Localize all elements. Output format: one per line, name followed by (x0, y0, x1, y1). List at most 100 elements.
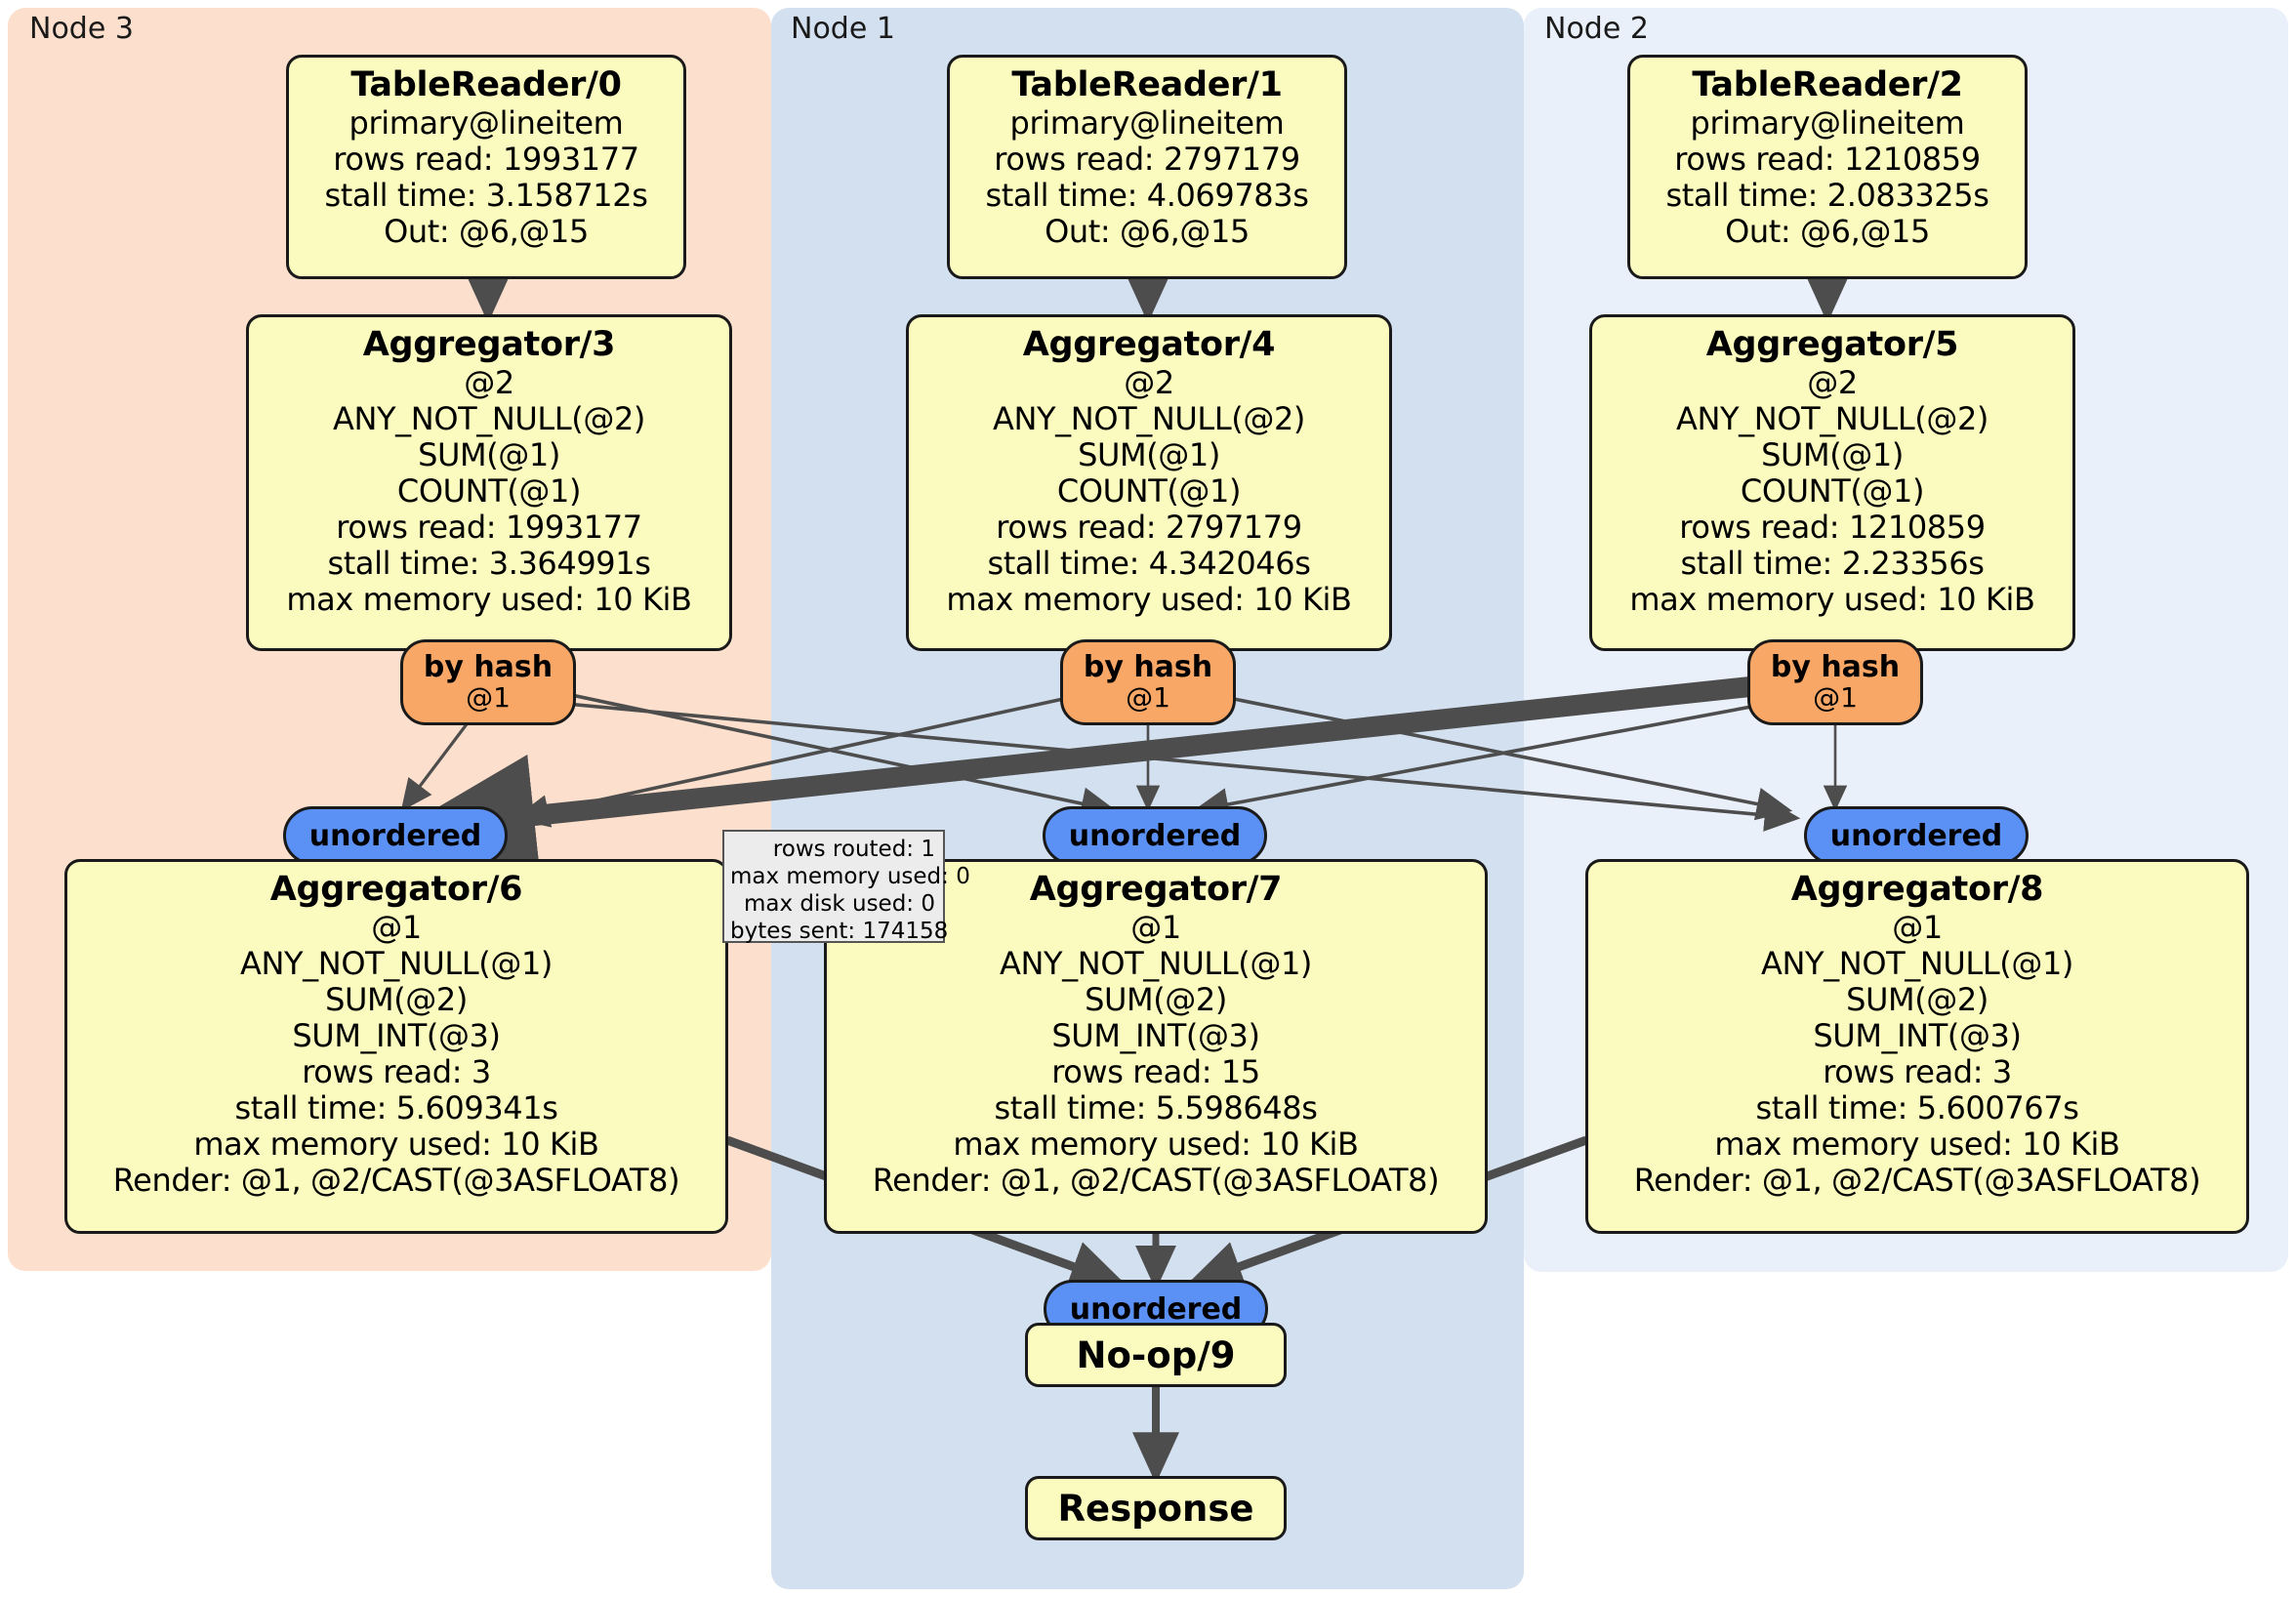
operator-detail: stall time: 3.364991s (327, 545, 651, 583)
panel-label-node-1: Node 1 (791, 12, 895, 46)
operator-title: No-op/9 (1076, 1333, 1236, 1376)
operator-node-aggregator-8[interactable]: Aggregator/8 @1 ANY_NOT_NULL(@1) SUM(@2)… (1585, 859, 2249, 1234)
operator-detail: rows read: 1210859 (1674, 140, 1981, 178)
operator-detail: stall time: 5.609341s (234, 1089, 558, 1127)
operator-detail: max memory used: 10 KiB (193, 1126, 599, 1164)
operator-detail: @1 (1130, 908, 1181, 946)
operator-node-tablereader-1[interactable]: TableReader/1 primary@lineitem rows read… (947, 55, 1347, 279)
operator-node-aggregator-3[interactable]: Aggregator/3 @2 ANY_NOT_NULL(@2) SUM(@1)… (246, 314, 732, 651)
operator-detail: max memory used: 10 KiB (1714, 1126, 2120, 1164)
stream-unordered-node-2[interactable]: unordered (1804, 806, 2029, 865)
operator-title: Aggregator/6 (269, 870, 523, 909)
operator-title: Aggregator/4 (1022, 325, 1276, 364)
router-label: by hash (1770, 650, 1901, 685)
operator-detail: COUNT(@1) (396, 471, 582, 510)
operator-title: Aggregator/7 (1029, 870, 1283, 909)
operator-node-aggregator-5[interactable]: Aggregator/5 @2 ANY_NOT_NULL(@2) SUM(@1)… (1589, 314, 2075, 651)
operator-detail: ANY_NOT_NULL(@2) (1676, 399, 1988, 437)
operator-detail: SUM_INT(@3) (1813, 1016, 2022, 1054)
panel-label-node-2: Node 2 (1544, 12, 1649, 46)
operator-detail: SUM_INT(@3) (292, 1016, 501, 1054)
operator-detail: stall time: 4.069783s (985, 176, 1309, 214)
operator-detail: Render: @1, @2/CAST(@3ASFLOAT8) (872, 1162, 1440, 1200)
operator-detail: Render: @1, @2/CAST(@3ASFLOAT8) (112, 1162, 680, 1200)
router-column: @1 (466, 681, 511, 715)
operator-detail: rows read: 1993177 (333, 140, 639, 178)
operator-detail: ANY_NOT_NULL(@1) (240, 944, 553, 982)
operator-detail: @2 (464, 363, 514, 401)
tooltip-line: bytes sent: 174158 (730, 919, 949, 945)
operator-node-noop-9[interactable]: No-op/9 (1025, 1323, 1287, 1387)
operator-detail: SUM(@1) (1761, 435, 1904, 473)
operator-detail: rows read: 3 (302, 1053, 491, 1091)
operator-detail: SUM(@2) (325, 980, 468, 1018)
operator-detail: @2 (1807, 363, 1858, 401)
operator-detail: @2 (1124, 363, 1174, 401)
operator-detail: primary@lineitem (348, 103, 624, 142)
operator-node-aggregator-6[interactable]: Aggregator/6 @1 ANY_NOT_NULL(@1) SUM(@2)… (64, 859, 728, 1234)
operator-detail: stall time: 4.342046s (987, 545, 1311, 583)
router-by-hash-node-1[interactable]: by hash @1 (1060, 639, 1236, 725)
operator-detail: SUM(@2) (1085, 980, 1227, 1018)
tooltip-line: rows routed: 1 (772, 837, 935, 862)
stream-unordered-node-1[interactable]: unordered (1043, 806, 1267, 865)
operator-detail: ANY_NOT_NULL(@2) (333, 399, 645, 437)
operator-detail: ANY_NOT_NULL(@2) (993, 399, 1305, 437)
operator-detail: rows read: 2797179 (994, 140, 1300, 178)
operator-detail: rows read: 15 (1051, 1053, 1260, 1091)
stream-label: unordered (1069, 1291, 1243, 1327)
operator-detail: @1 (1892, 908, 1943, 946)
operator-detail: Out: @6,@15 (384, 212, 589, 250)
operator-detail: primary@lineitem (1009, 103, 1285, 142)
router-column: @1 (1813, 681, 1858, 715)
operator-detail: COUNT(@1) (1740, 471, 1925, 510)
operator-title: TableReader/0 (350, 65, 622, 104)
panel-label-node-3: Node 3 (29, 12, 134, 46)
operator-title: TableReader/1 (1011, 65, 1283, 104)
router-by-hash-node-3[interactable]: by hash @1 (400, 639, 576, 725)
operator-detail: SUM(@1) (418, 435, 560, 473)
router-label: by hash (423, 650, 554, 685)
operator-detail: max memory used: 10 KiB (953, 1126, 1359, 1164)
operator-detail: stall time: 5.598648s (994, 1089, 1318, 1127)
operator-title: Aggregator/3 (362, 325, 616, 364)
operator-detail: Out: @6,@15 (1045, 212, 1250, 250)
operator-title: Aggregator/5 (1705, 325, 1959, 364)
operator-title: Response (1057, 1487, 1254, 1530)
operator-detail: ANY_NOT_NULL(@1) (1761, 944, 2073, 982)
operator-detail: rows read: 1993177 (336, 509, 642, 547)
operator-node-tablereader-2[interactable]: TableReader/2 primary@lineitem rows read… (1627, 55, 2028, 279)
tooltip-line: max disk used: 0 (743, 891, 935, 918)
stream-label: unordered (1068, 818, 1242, 853)
operator-detail: COUNT(@1) (1056, 471, 1242, 510)
operator-detail: ANY_NOT_NULL(@1) (1000, 944, 1312, 982)
tooltip-line: max memory used: 0 (730, 864, 970, 890)
operator-node-aggregator-4[interactable]: Aggregator/4 @2 ANY_NOT_NULL(@2) SUM(@1)… (906, 314, 1392, 651)
operator-node-response[interactable]: Response (1025, 1476, 1287, 1540)
operator-detail: max memory used: 10 KiB (946, 581, 1352, 619)
stream-label: unordered (308, 818, 482, 853)
operator-detail: stall time: 2.23356s (1680, 545, 1985, 583)
operator-detail: primary@lineitem (1690, 103, 1965, 142)
operator-detail: stall time: 2.083325s (1665, 176, 1989, 214)
operator-detail: Render: @1, @2/CAST(@3ASFLOAT8) (1633, 1162, 2201, 1200)
operator-detail: max memory used: 10 KiB (1629, 581, 2035, 619)
router-column: @1 (1126, 681, 1170, 715)
stream-unordered-node-3[interactable]: unordered (283, 806, 508, 865)
operator-detail: rows read: 1210859 (1679, 509, 1986, 547)
operator-detail: rows read: 2797179 (996, 509, 1302, 547)
router-label: by hash (1083, 650, 1213, 685)
operator-detail: max memory used: 10 KiB (286, 581, 692, 619)
operator-detail: stall time: 5.600767s (1755, 1089, 2079, 1127)
operator-detail: rows read: 3 (1823, 1053, 2012, 1091)
router-by-hash-node-2[interactable]: by hash @1 (1747, 639, 1923, 725)
operator-detail: Out: @6,@15 (1725, 212, 1930, 250)
stream-stats-tooltip: rows routed: 1 max memory used: 0 max di… (722, 830, 970, 945)
operator-detail: SUM(@2) (1846, 980, 1988, 1018)
operator-node-tablereader-0[interactable]: TableReader/0 primary@lineitem rows read… (286, 55, 686, 279)
stream-label: unordered (1829, 818, 2003, 853)
operator-title: TableReader/2 (1692, 65, 1963, 104)
operator-detail: SUM_INT(@3) (1051, 1016, 1260, 1054)
operator-detail: stall time: 3.158712s (324, 176, 648, 214)
